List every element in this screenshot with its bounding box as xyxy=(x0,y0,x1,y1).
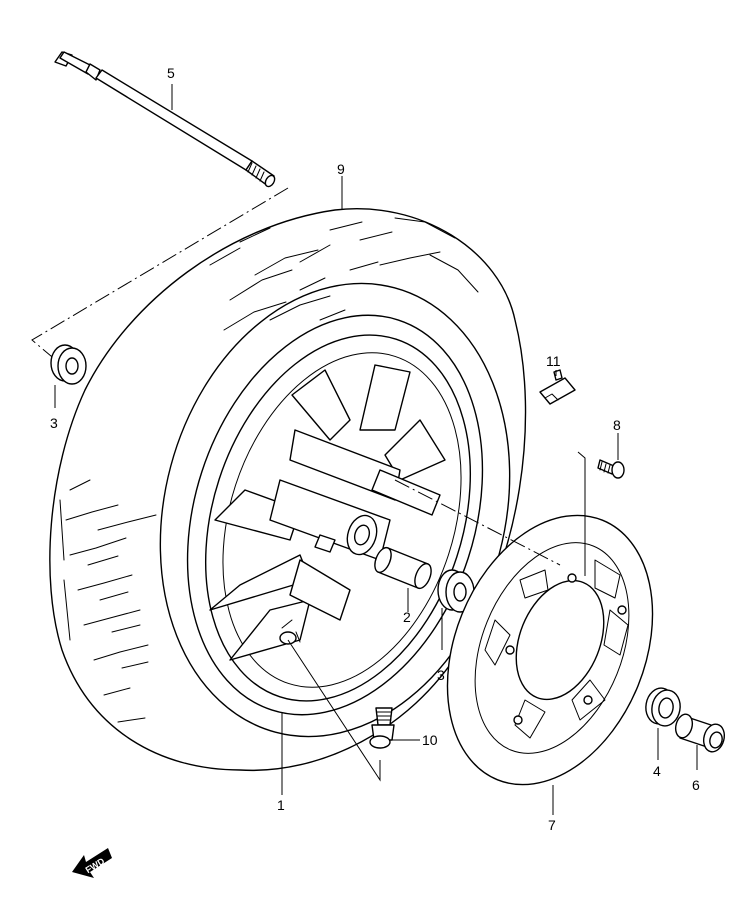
forward-arrow-icon: FWD xyxy=(72,848,112,878)
front-axle[interactable] xyxy=(54,51,277,188)
balancer-weight[interactable] xyxy=(539,369,576,405)
label-collar: 6 xyxy=(692,777,700,793)
label-dust-seal: 4 xyxy=(653,763,661,779)
wheel-spacer[interactable] xyxy=(372,545,435,590)
dust-seal[interactable] xyxy=(643,686,683,728)
axle-collar[interactable] xyxy=(673,712,727,754)
label-bearing-right: 3 xyxy=(437,667,445,683)
label-spacer: 2 xyxy=(403,609,411,625)
tire-valve[interactable] xyxy=(369,707,395,749)
label-valve: 10 xyxy=(422,732,438,748)
label-balancer: 11 xyxy=(546,353,561,369)
brake-disc[interactable] xyxy=(409,485,690,816)
label-brake-disc: 7 xyxy=(548,817,556,833)
left-bearing[interactable] xyxy=(50,344,87,385)
label-axle: 5 xyxy=(167,65,175,81)
label-wheel: 1 xyxy=(277,797,285,813)
label-disc-bolt: 8 xyxy=(613,417,621,433)
label-bearing-left: 3 xyxy=(50,415,58,431)
disc-bolt[interactable] xyxy=(597,459,625,479)
label-tire: 9 xyxy=(337,161,345,177)
cast-wheel[interactable] xyxy=(139,277,532,753)
right-bearing[interactable] xyxy=(437,569,475,613)
